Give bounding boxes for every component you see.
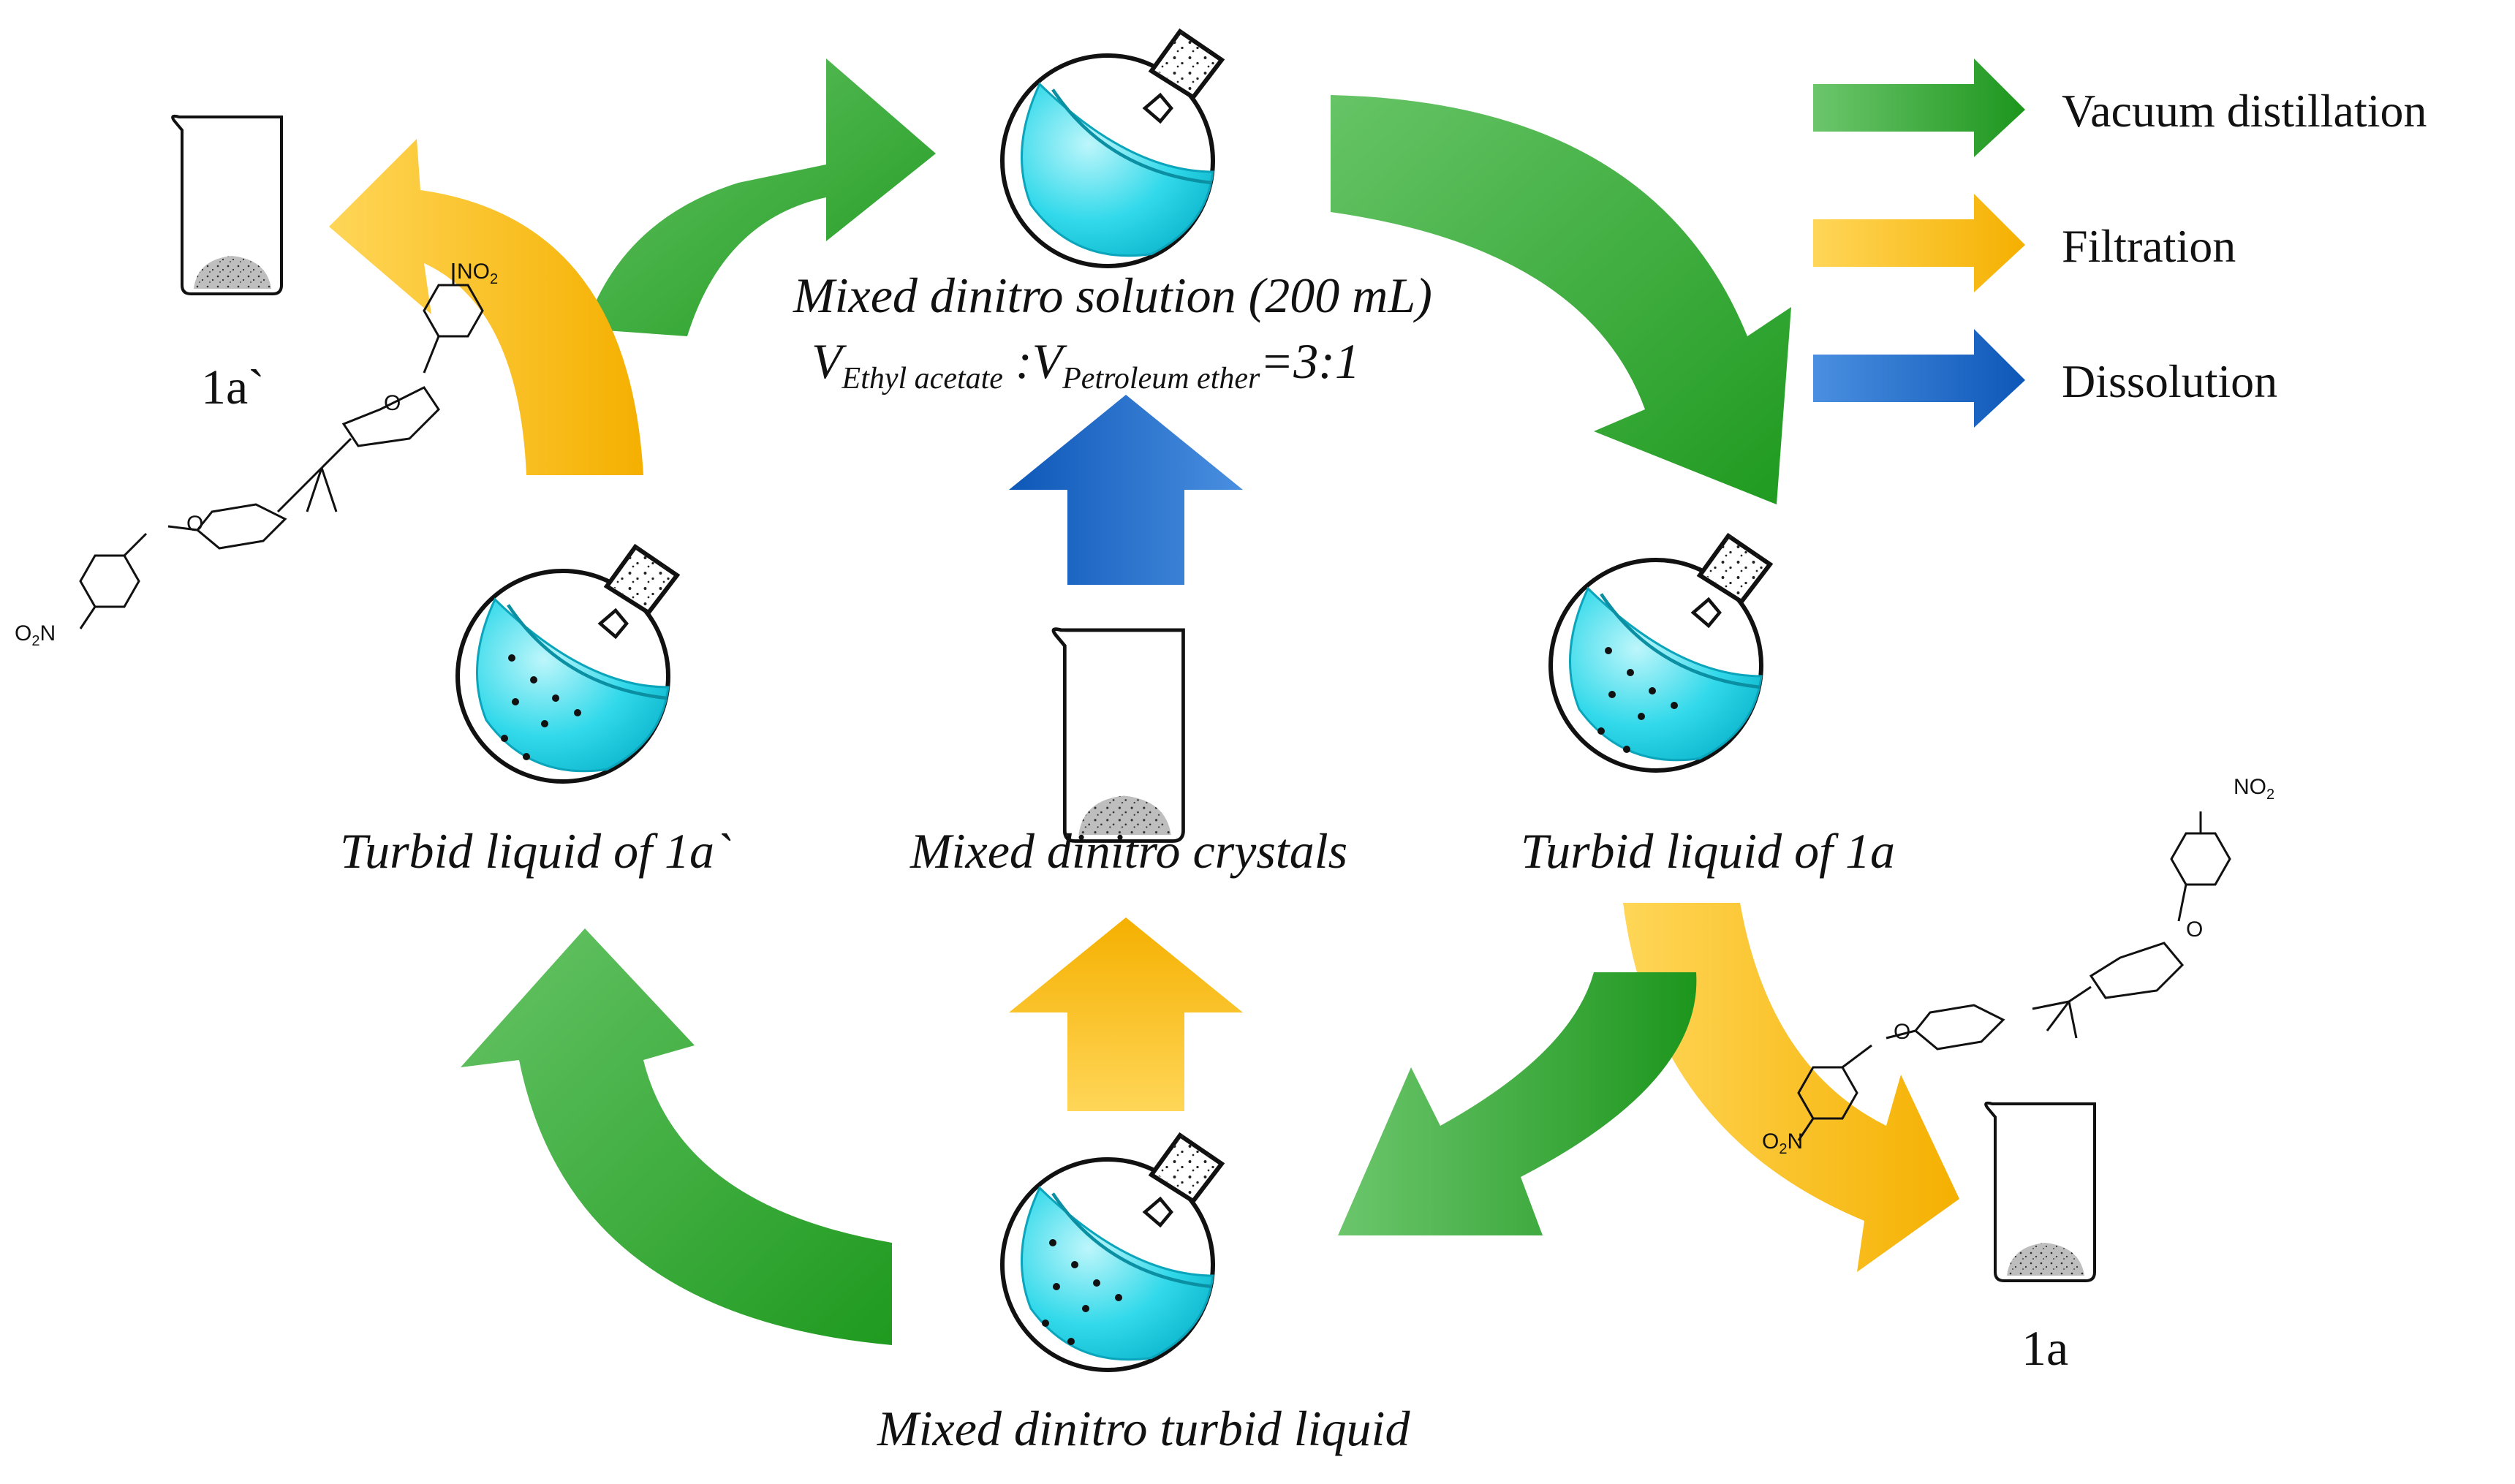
oxygen-label-upper: O — [384, 391, 401, 415]
arrow-vacuum-distillation-right-to-bottom — [1338, 972, 1697, 1235]
oxygen-label-right-lower: O — [1894, 1020, 1911, 1044]
arrow-dissolution-up-center — [1009, 395, 1243, 585]
flask-left — [458, 545, 677, 781]
arrow-filtration-up-center — [1009, 917, 1243, 1111]
label-product-1a: 1a — [2022, 1320, 2069, 1376]
label-turbid-liquid-1a-prime: Turbid liquid of 1a` — [340, 823, 731, 879]
o2n-label-right: O2N — [1762, 1129, 1804, 1157]
structure-1a — [1797, 811, 2231, 1141]
flask-right — [1551, 534, 1770, 771]
arrow-filtration-to-1a-prime — [329, 139, 643, 475]
flask-bottom — [1002, 1133, 1222, 1370]
arrow-vacuum-distillation-left-to-top — [585, 58, 936, 336]
legend-label-vacuum-distillation: Vacuum distillation — [2062, 85, 2427, 137]
legend-label-dissolution: Dissolution — [2062, 355, 2278, 407]
legend-arrow-vacuum-distillation — [1813, 58, 2025, 157]
nitro-label-right: NO2 — [2234, 775, 2275, 803]
legend-arrow-filtration — [1813, 194, 2025, 292]
label-mixed-dinitro-turbid-liquid: Mixed dinitro turbid liquid — [877, 1401, 1410, 1456]
legend-arrow-dissolution — [1813, 329, 2025, 428]
arrow-vacuum-distillation-bottom-to-left — [461, 928, 892, 1345]
flask-top — [1002, 29, 1222, 266]
o2n-label-left: O2N — [15, 621, 56, 649]
oxygen-label-right-upper: O — [2186, 917, 2204, 942]
structure-1a-prime — [79, 263, 484, 629]
beaker-1a-prime — [171, 114, 283, 295]
oxygen-label-lower: O — [186, 512, 204, 536]
beaker-center-crystals — [1054, 629, 1184, 841]
label-solvent-ratio: VEthyl acetate :VPetroleum ether=3:1 — [812, 333, 1360, 395]
label-turbid-liquid-1a: Turbid liquid of 1a — [1521, 823, 1895, 879]
turbidity-dots — [501, 647, 1678, 1345]
beaker-1a — [1984, 1101, 2096, 1282]
nitro-label-upper: NO2 — [457, 260, 499, 287]
label-product-1a-prime: 1a` — [201, 359, 265, 414]
label-mixed-dinitro-solution: Mixed dinitro solution (200 mL) — [793, 268, 1432, 323]
arrow-filtration-to-1a — [1623, 903, 1959, 1272]
label-mixed-dinitro-crystals: Mixed dinitro crystals — [910, 823, 1348, 879]
arrow-vacuum-distillation-top-to-right — [1331, 95, 1791, 504]
legend-label-filtration: Filtration — [2062, 220, 2236, 272]
